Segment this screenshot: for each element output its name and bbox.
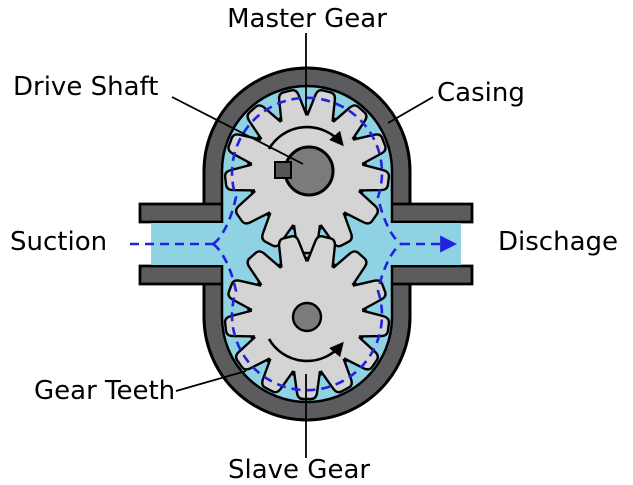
suction-label: Suction	[10, 227, 107, 257]
gear-teeth-label: Gear Teeth	[34, 376, 175, 406]
outlet-pipe-wall-bottom	[393, 264, 474, 286]
drive-shaft-circle	[283, 145, 335, 197]
flow-path	[130, 96, 458, 392]
slave-hub-circle	[291, 301, 323, 333]
flow-lower-loop	[212, 242, 402, 392]
drive-shaft-label: Drive Shaft	[13, 72, 158, 102]
drive-shaft-leader	[171, 96, 304, 165]
rotation-arrows	[267, 125, 344, 363]
slave-rotation-arrow	[267, 338, 344, 363]
port-walls	[138, 202, 474, 286]
casing-label: Casing	[437, 78, 525, 108]
outlet-pipe-wall-top	[393, 202, 474, 224]
master-rotation-arrow	[267, 125, 344, 150]
inlet-pipe-wall-top	[138, 202, 221, 224]
shaft-key	[274, 161, 292, 179]
casing-leader	[387, 96, 434, 124]
master-gear-label: Master Gear	[227, 4, 387, 34]
labels: Master Gear Drive Shaft Casing Suction D…	[10, 4, 618, 485]
slave-gear-label: Slave Gear	[228, 455, 370, 485]
flow-upper-loop	[212, 96, 402, 246]
discharge-label: Dischage	[498, 227, 618, 257]
gear-teeth-leader	[175, 370, 247, 392]
leader-lines	[171, 33, 434, 458]
inlet-pipe-wall-bottom	[138, 264, 221, 286]
